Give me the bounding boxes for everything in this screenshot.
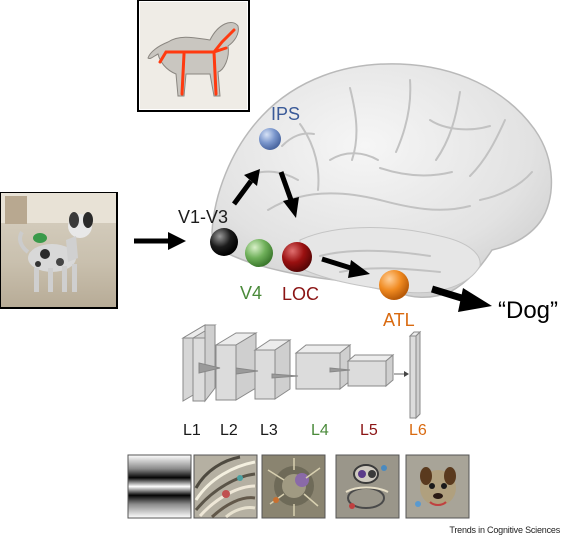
label-loc: LOC (282, 284, 319, 304)
region-nodes (210, 128, 409, 300)
journal-credit: Trends in Cognitive Sciences (449, 525, 560, 535)
layer-label-1: L1 (183, 422, 201, 439)
layer-box-5 (346, 353, 395, 388)
arrow-v1-to-ips (231, 169, 260, 206)
layer-label-2: L2 (220, 422, 238, 439)
cnn-diagram (181, 324, 422, 420)
layer-box-6 (408, 330, 422, 420)
layer-box-2 (214, 332, 258, 401)
layer-label-6: L6 (409, 422, 427, 439)
layer-box-3 (253, 339, 292, 400)
region-labels: V1-V3 V4 LOC IPS ATL “Dog” (178, 104, 558, 330)
output-word: “Dog” (498, 297, 558, 324)
label-v4: V4 (240, 283, 262, 303)
feature-tile-2 (193, 454, 258, 519)
feature-tile-5 (405, 454, 470, 519)
temporal-lobe (299, 227, 481, 294)
layer-labels: L1 L2 L3 L4 L5 L6 (183, 422, 427, 439)
node-ips (259, 128, 281, 150)
dog-figure (18, 212, 93, 292)
input-dog-photo (0, 192, 118, 309)
feature-tile-3 (261, 454, 326, 519)
brain-outline (211, 63, 553, 298)
arrow-atl-to-output (430, 285, 492, 312)
flow-arrows (134, 169, 492, 312)
node-v1v3 (210, 228, 238, 256)
brain-illustration (211, 63, 553, 298)
arrow-ips-to-loc (278, 171, 299, 218)
layer-connectors (198, 362, 409, 379)
feature-visualizations (127, 454, 470, 519)
node-loc (282, 242, 312, 272)
layer-label-4: L4 (311, 422, 329, 439)
label-ips: IPS (271, 104, 300, 124)
layer-box-1 (181, 324, 217, 403)
dog-shape-photo (137, 0, 250, 112)
label-atl: ATL (383, 310, 415, 330)
arrow-loc-to-atl (321, 256, 370, 278)
layer-label-5: L5 (360, 422, 378, 439)
feature-tile-4 (335, 454, 400, 519)
arrow-input-to-v1 (134, 232, 186, 250)
node-atl (379, 270, 409, 300)
layer-label-3: L3 (260, 422, 278, 439)
label-v1v3: V1-V3 (178, 207, 228, 227)
feature-tile-1 (127, 454, 192, 519)
node-v4 (245, 239, 273, 267)
layer-box-4 (294, 343, 352, 391)
